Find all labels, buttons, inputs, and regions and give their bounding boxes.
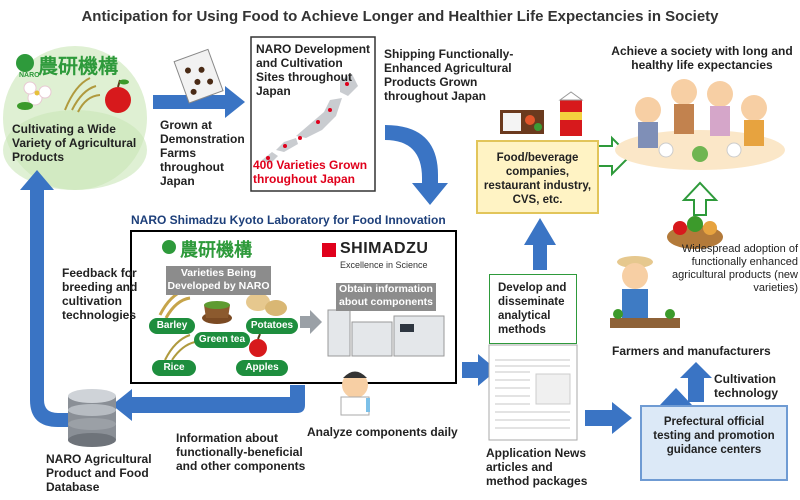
prefectural-box: Prefectural official testing and promoti… [640,405,788,481]
farmers-text: Farmers and manufacturers [612,344,771,358]
shipping-text: Shipping Functionally-Enhanced Agricultu… [384,47,514,103]
vegetable-basket-icon [667,216,723,249]
crop-label-barley: Barley [149,318,195,334]
family-dinner-illustration [615,79,785,170]
seed-bag-icon [173,48,224,104]
naro-leaf-icon [16,54,34,72]
database-icon [68,389,116,447]
naro-leaf-icon-lab [162,240,176,254]
crop-label-rice: Rice [152,360,196,376]
crop-label-green-tea: Green tea [194,332,250,348]
feedback-text: Feedback for breeding and cultivation te… [62,266,138,322]
shimadzu-mark-icon [322,243,336,257]
potatoes-icon [246,293,287,316]
rice-plant-icon [164,334,196,361]
map-box [250,36,376,192]
info-about-text: Information about functionally-beneficia… [176,431,306,473]
arrow-to-farmers-2 [680,362,712,402]
cultivating-circle-shade [3,110,147,190]
develop-text: Develop and disseminate analytical metho… [498,282,567,336]
crop-label-potatoes: Potatoes [246,318,298,334]
crop-label-apples: Apples [236,360,288,376]
arrow-to-society [597,135,632,177]
arrow-to-demo [153,86,245,118]
japan-map-icon [262,74,358,164]
bento-icon [500,110,544,134]
arrow-to-food [524,218,556,270]
analysis-instrument-icon [327,309,445,357]
lab-title: NARO Shimadzu Kyoto Laboratory for Food … [131,213,446,227]
page-title: Anticipation for Using Food to Achieve L… [81,8,719,25]
food-companies-box: Food/beverage companies, restaurant indu… [476,140,599,214]
flower-icon [17,81,52,110]
society-text: Achieve a society with long and healthy … [611,44,793,72]
naro-logo-lab-text: 農研機構 [180,240,252,261]
drink-icon [558,91,584,136]
shimadzu-tagline: Excellence in Science [340,260,428,270]
analyze-daily-text: Analyze components daily [307,425,458,439]
map-dots [266,82,349,160]
arrow-lab-to-database [112,385,305,421]
naro-logo-text: 農研機構 [38,54,118,78]
cultivation-tech-text: Cultivation technology [714,372,779,400]
varieties-text: 400 Varieties Grown throughout Japan [253,158,368,186]
arrow-feedback-up [20,170,68,427]
arrow-to-instrument [300,310,322,334]
arrow-widespread-up [681,181,719,216]
varieties-banner: Varieties Being Developed by NARO [166,266,271,295]
obtain-info-banner: Obtain information about components [336,283,436,311]
naro-sites-title: NARO Development and Cultivation Sites t… [256,42,371,98]
document-lines [495,359,570,429]
scientist-illustration [340,371,370,416]
application-text: Application News articles and method pac… [486,446,588,488]
green-tea-icon [202,301,232,324]
rice-icon [64,77,101,113]
database-text: NARO Agricultural Product and Food Datab… [46,452,152,494]
shimadzu-name: SHIMADZU [340,240,429,257]
apple-small-icon [249,333,267,357]
widespread-text: Widespread adoption of functionally enha… [672,243,798,294]
develop-box: Develop and disseminate analytical metho… [489,274,577,344]
prefectural-text: Prefectural official testing and promoti… [653,416,775,456]
arrow-to-prefectural [585,402,632,434]
grown-demo-text: Grown at Demonstration Farms throughout … [160,118,245,188]
food-companies-text: Food/beverage companies, restaurant indu… [483,152,592,206]
cultivating-text: Cultivating a Wide Variety of Agricultur… [12,122,137,164]
farmer-illustration [610,256,680,328]
apple-icon [105,79,131,113]
arrow-lab-to-develop [462,354,497,386]
arrow-shipping-curve [385,125,448,205]
naro-small: NARO [19,72,40,79]
